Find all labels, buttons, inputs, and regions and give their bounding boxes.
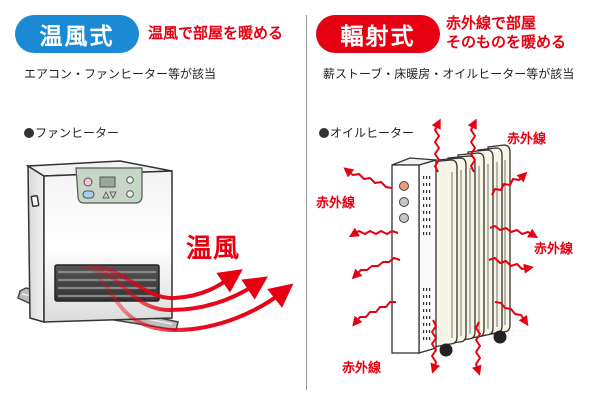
vent-holes: [423, 176, 431, 340]
up-arrow-icon: [102, 191, 110, 199]
warm-air-arrows: [83, 264, 294, 333]
convection-examples: エアコン・ファンヒーター等が該当: [24, 67, 217, 81]
infrared-ray-right: [494, 301, 529, 326]
panel-button: [126, 176, 134, 184]
infrared-ray-up: [431, 118, 441, 173]
bullet-icon: [319, 128, 329, 138]
radiant-tagline: 赤外線で部屋 そのものを暖める: [446, 14, 566, 52]
heater-fin: [429, 159, 458, 348]
caster-wheel: [493, 330, 507, 344]
control-knob: [399, 197, 409, 207]
infrared-ray-down: [430, 319, 441, 374]
infrared-label: 赤外線: [316, 196, 356, 211]
oil-heater-illustration: [391, 144, 511, 357]
display-screen: [99, 176, 116, 188]
radiant-tagline-line1: 赤外線で部屋: [446, 14, 537, 32]
warm-air-arrow: [93, 269, 268, 313]
infrared-ray-left: [348, 227, 399, 238]
mode-button-blue: [82, 190, 95, 199]
warm-air-arrow: [83, 264, 243, 301]
radiant-tagline-line2: そのものを暖める: [446, 33, 567, 51]
infrared-label: 赤外線: [507, 132, 547, 147]
infrared-ray-right: [491, 171, 528, 196]
convection-badge: 温風式: [15, 15, 139, 53]
infrared-ray-right: [488, 257, 534, 274]
fan-heater-label: ファンヒーター: [24, 124, 119, 141]
panel-button: [126, 190, 134, 198]
fan-heater-side: [27, 164, 45, 323]
infrared-rays: [343, 118, 539, 376]
control-knob: [399, 213, 409, 223]
caster-wheel: [439, 343, 453, 357]
air-vent: [54, 264, 160, 302]
power-button-pink: [83, 177, 93, 187]
fan-heater-label-text: ファンヒーター: [35, 126, 120, 140]
warm-air-arrow: [98, 278, 294, 333]
infrared-ray-left: [351, 257, 401, 280]
convection-tagline: 温風で部屋を暖める: [148, 24, 284, 42]
section-divider: [306, 15, 307, 390]
warm-air-label: 温風: [186, 234, 241, 264]
infrared-ray-left: [343, 167, 393, 189]
power-knob: [399, 181, 409, 191]
infrared-ray-right: [489, 225, 539, 239]
fan-heater-illustration: [17, 160, 179, 331]
radiant-badge: 輻射式: [316, 15, 440, 53]
infrared-label: 赤外線: [534, 242, 574, 257]
infrared-ray-down: [471, 321, 482, 376]
bullet-icon: [24, 128, 34, 138]
side-handle: [30, 194, 40, 208]
infrared-label: 赤外線: [342, 361, 382, 376]
infrared-ray-up: [467, 118, 477, 173]
radiant-examples: 薪ストーブ・床暖房・オイルヒーター等が該当: [323, 67, 575, 81]
down-arrow-icon: [109, 191, 117, 199]
oil-heater-label: オイルヒーター: [319, 124, 414, 141]
infrared-ray-left: [352, 301, 396, 327]
oil-heater-side-panel: [418, 159, 437, 354]
oil-heater-label-text: オイルヒーター: [330, 126, 415, 140]
